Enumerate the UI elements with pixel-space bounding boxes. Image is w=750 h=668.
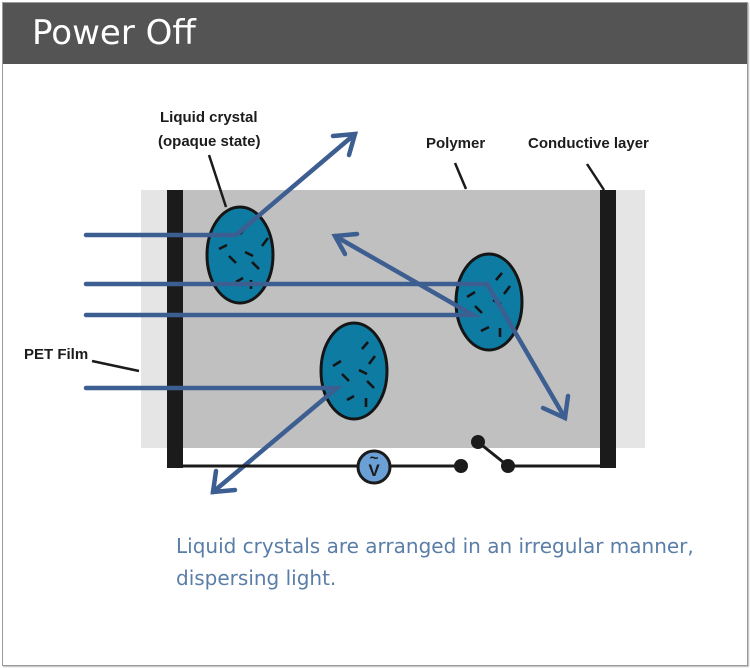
- light-ray-2: [83, 281, 568, 421]
- leader-pet-film: [91, 359, 140, 373]
- svg-text:~: ~: [370, 450, 379, 467]
- leader-liquid-crystal: [207, 154, 228, 208]
- label-polymer: Polymer: [426, 135, 485, 152]
- voltage-source-icon: V ~: [356, 449, 392, 485]
- leader-polymer: [453, 162, 468, 190]
- caption-line-2: dispersing light.: [176, 566, 337, 590]
- light-ray-1-arrowhead: [330, 131, 359, 158]
- liquid-crystal-1: [205, 205, 275, 305]
- conductive-layer-left: [167, 190, 183, 468]
- page-title: Power Off: [32, 13, 196, 53]
- svg-text:V: V: [368, 461, 380, 480]
- label-pet-film: PET Film: [24, 346, 88, 363]
- liquid-crystal-3: [319, 321, 389, 421]
- light-ray-1: [83, 131, 358, 238]
- header-bar: Power Off: [3, 3, 747, 64]
- light-ray-4: [83, 385, 344, 495]
- label-liquid-crystal-line2: (opaque state): [158, 133, 261, 150]
- conductive-layer-right: [600, 190, 616, 468]
- leader-conductive: [585, 163, 606, 191]
- light-ray-4-arrowhead: [210, 468, 238, 495]
- caption: Liquid crystals are arranged in an irreg…: [176, 530, 716, 594]
- label-conductive-layer: Conductive layer: [528, 135, 649, 152]
- light-ray-3: [83, 233, 482, 318]
- caption-line-1: Liquid crystals are arranged in an irreg…: [176, 534, 694, 558]
- liquid-crystal-2: [454, 252, 524, 352]
- light-ray-2-arrowhead: [540, 393, 571, 422]
- switch-contact-right: [501, 459, 515, 473]
- switch-contact-left: [454, 459, 468, 473]
- light-ray-3-arrowhead: [331, 231, 360, 257]
- switch-pivot: [471, 435, 485, 449]
- label-liquid-crystal-line1: Liquid crystal: [160, 109, 258, 126]
